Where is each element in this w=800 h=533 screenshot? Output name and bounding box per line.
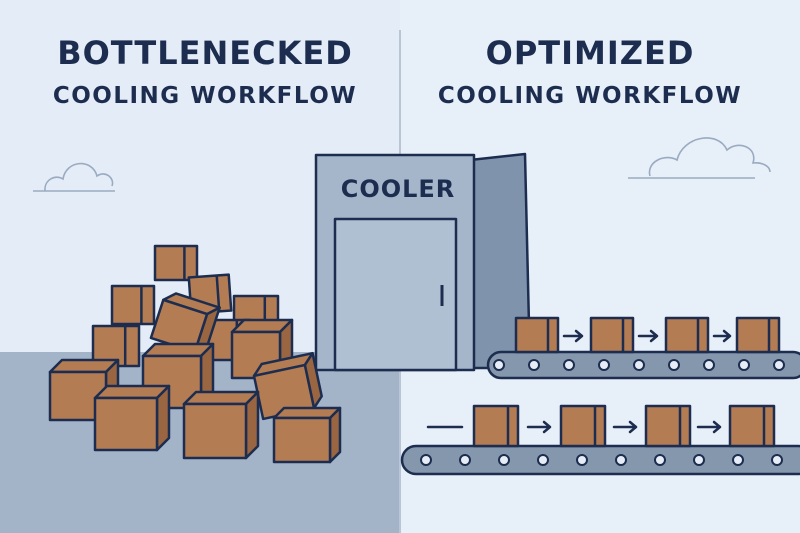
box-icon xyxy=(514,316,560,354)
conveyor-roller xyxy=(537,454,549,466)
conveyor-roller xyxy=(773,359,785,371)
conveyor-roller xyxy=(732,454,744,466)
conveyor-upper xyxy=(486,350,800,380)
cloud-icon xyxy=(628,137,771,179)
box-pile xyxy=(48,244,342,464)
conveyor-roller xyxy=(563,359,575,371)
left-panel-title: BOTTLENECKED xyxy=(57,34,353,72)
box-icon xyxy=(735,316,781,354)
box-icon xyxy=(153,244,199,282)
arrow-icon xyxy=(612,420,638,434)
left-panel-subtitle: COOLING WORKFLOW xyxy=(52,83,358,109)
box-icon xyxy=(252,351,323,421)
cooler-label: COOLER xyxy=(340,175,456,203)
conveyor-roller xyxy=(528,359,540,371)
conveyor-lower xyxy=(400,444,800,476)
box-icon xyxy=(93,384,171,452)
cloud-icon xyxy=(33,162,115,192)
conveyor-roller xyxy=(668,359,680,371)
conveyor-roller xyxy=(771,454,783,466)
cooler-door xyxy=(333,217,458,372)
conveyor-roller xyxy=(654,454,666,466)
arrow-icon xyxy=(526,420,552,434)
conveyor-roller xyxy=(498,454,510,466)
box-icon xyxy=(110,284,156,326)
conveyor-roller xyxy=(420,454,432,466)
box-icon xyxy=(272,406,342,464)
box-icon xyxy=(728,404,776,448)
right-panel-subtitle: COOLING WORKFLOW xyxy=(437,83,743,109)
box-icon xyxy=(559,404,607,448)
conveyor-roller xyxy=(459,454,471,466)
arrow-icon xyxy=(562,329,584,343)
box-icon xyxy=(589,316,635,354)
box-icon xyxy=(182,390,260,460)
cooler xyxy=(314,152,532,372)
conveyor-roller xyxy=(576,454,588,466)
conveyor-roller xyxy=(493,359,505,371)
box-icon xyxy=(644,404,692,448)
arrow-icon xyxy=(712,329,732,343)
conveyor-roller xyxy=(615,454,627,466)
arrow-icon xyxy=(637,329,659,343)
conveyor-roller xyxy=(693,454,705,466)
conveyor-roller xyxy=(598,359,610,371)
conveyor-roller xyxy=(703,359,715,371)
box-icon xyxy=(472,404,520,448)
conveyor-roller xyxy=(633,359,645,371)
box-icon xyxy=(149,292,221,354)
box-icon xyxy=(664,316,710,354)
conveyor-roller xyxy=(738,359,750,371)
right-panel-title: OPTIMIZED xyxy=(485,34,695,72)
arrow-icon xyxy=(696,420,722,434)
